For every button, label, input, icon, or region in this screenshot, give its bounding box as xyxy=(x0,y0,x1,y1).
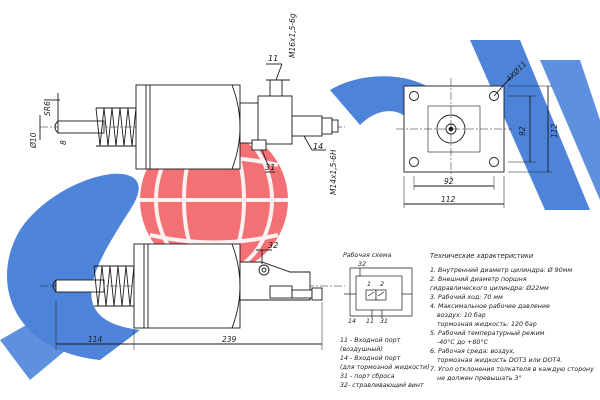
callout-32: 32 xyxy=(268,241,279,250)
spec-line: 2. Внешний диаметр поршня xyxy=(430,276,527,283)
legend-line: 14 - Входной порт xyxy=(340,355,401,362)
watermark-letter-s xyxy=(6,173,141,360)
dim-112-horizontal: 112 xyxy=(441,195,456,204)
spec-line: 1. Внутренний диаметр цилиндра: Ø 90мм xyxy=(430,267,573,274)
legend-line: 32- стравливающий винт xyxy=(340,382,424,389)
spec-line: 4. Максимальное рабочее давление xyxy=(430,303,550,310)
scheme-port-11: 11 xyxy=(366,318,375,325)
thread-port-11-label: M16x1,5-6g xyxy=(288,13,297,58)
dim-92-horizontal: 92 xyxy=(444,177,454,186)
port-11-fitting xyxy=(269,79,283,97)
spec-line: 3. Рабочий ход: 70 мм xyxy=(430,294,503,301)
scheme-title: Рабочая схема xyxy=(343,252,392,259)
spec-line: -40°С до +80°С xyxy=(437,339,488,346)
dim-239: 239 xyxy=(222,335,237,344)
port-14-fitting xyxy=(291,115,323,137)
scheme-port-31: 31 xyxy=(380,318,389,325)
callout-31: 31 xyxy=(265,163,276,172)
spec-line: 5. Рабочий температурный режим xyxy=(430,330,545,337)
side-view xyxy=(40,243,345,350)
rod-8-label: 8 xyxy=(59,140,68,145)
callout-14: 14 xyxy=(313,142,324,151)
spec-line: тормозная жидкость: 120 бар xyxy=(437,321,537,328)
spec-line: гидравлического цилиндра: Ø22мм xyxy=(430,285,549,292)
callout-11: 11 xyxy=(268,54,279,63)
legend-line: (для тормозной жидкости) xyxy=(340,364,430,371)
top-view xyxy=(39,63,345,173)
mount-hole xyxy=(409,157,419,167)
spec-line: тормозная жидкость DOT3 или DOT4. xyxy=(437,357,563,364)
push-rod xyxy=(57,120,105,134)
spec-line: не должен превышать 3° xyxy=(437,375,522,382)
legend-line: (воздушный) xyxy=(340,346,383,353)
legend-line: 11 - Входной порт xyxy=(340,337,401,344)
working-scheme xyxy=(344,267,413,318)
scheme-port-32: 32 xyxy=(358,261,367,268)
specs-title: Технические характеристики xyxy=(430,252,534,260)
dim-92-vertical: 92 xyxy=(518,126,527,136)
legend-line: 31 - порт сброса xyxy=(340,373,395,380)
scheme-port-14: 14 xyxy=(348,318,357,325)
hydraulic-body xyxy=(257,95,293,145)
sr6-label: SR6 xyxy=(43,101,52,116)
thread-port-14-label: M14x1,5-6H xyxy=(329,149,338,196)
mount-hole xyxy=(489,91,499,101)
air-cylinder xyxy=(133,243,241,329)
end-view xyxy=(396,75,552,208)
bleed-screw xyxy=(258,264,270,276)
mount-hole xyxy=(409,91,419,101)
mount-hole xyxy=(489,157,499,167)
port-31-fitting xyxy=(251,139,267,151)
scheme-port-1: 1 xyxy=(367,281,372,288)
spec-line: 7. Угол отклонения толкателя в каждую ст… xyxy=(430,366,594,373)
air-cylinder xyxy=(135,84,241,170)
spec-line: воздух: 10 бар xyxy=(437,312,486,319)
scheme-port-2: 2 xyxy=(380,281,385,288)
dim-112-vertical: 112 xyxy=(550,123,559,138)
diameter-10-label: Ø10 xyxy=(29,132,38,148)
dim-114: 114 xyxy=(88,335,103,344)
watermark xyxy=(0,40,600,380)
spec-line: 6. Рабочая среда: воздух, xyxy=(430,348,516,355)
